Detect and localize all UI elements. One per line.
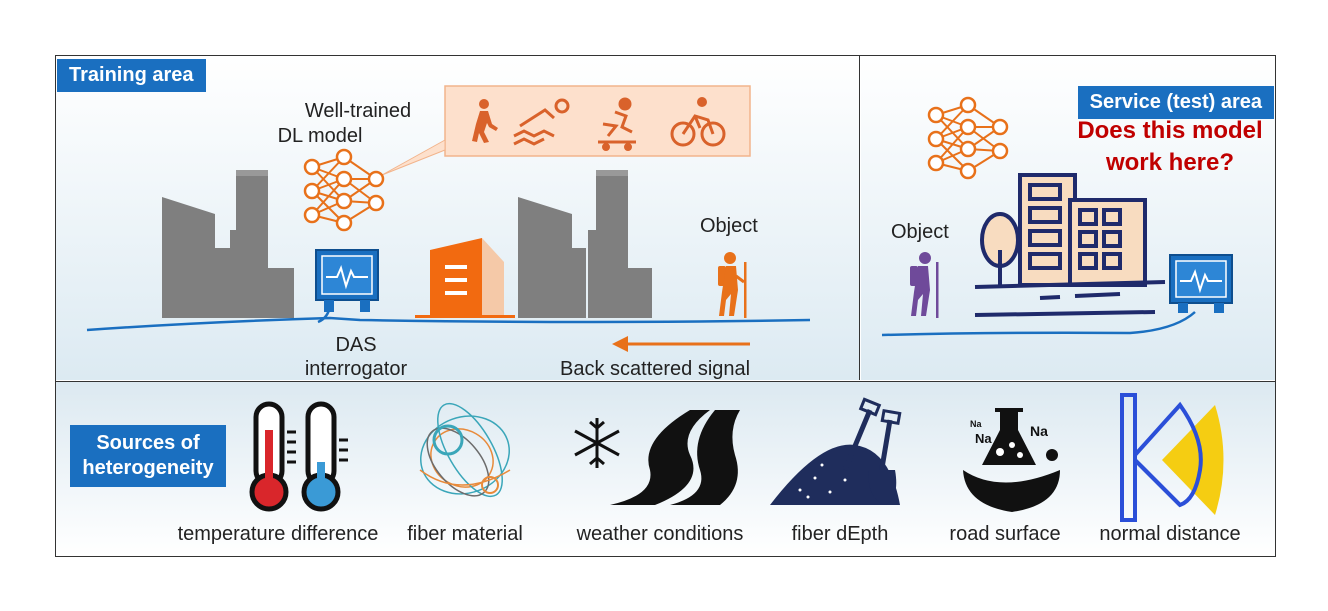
city-scene-icon [974, 173, 1166, 317]
activity-box [381, 85, 751, 176]
signal-label: Back scattered signal [560, 358, 751, 380]
swimming-icon [513, 98, 570, 146]
question-line1: Does this model [1077, 117, 1263, 144]
model-label-line1: Well-trained [304, 100, 412, 122]
na-small-text: Na [970, 419, 982, 429]
orange-building [415, 238, 515, 318]
sources-title-line1: Sources of [96, 432, 200, 454]
training-area-tag: Training area [57, 59, 206, 92]
na-text-1: Na [975, 431, 992, 446]
fiber-icon [419, 402, 511, 498]
sources-tag: Sources of heterogeneity [70, 425, 226, 487]
interrogator-label-line1: DAS [335, 334, 377, 356]
walking-icon [472, 99, 498, 143]
source-label-road-surface: road surface [949, 523, 1061, 545]
das-interrogator-icon [315, 249, 379, 312]
neural-network-icon-service [927, 96, 1009, 180]
service-area-tag: Service (test) area [1077, 86, 1274, 119]
distance-icon [1120, 393, 1224, 522]
object-label-training: Object [700, 215, 758, 237]
source-label-fiber-depth: fiber dEpth [791, 523, 889, 545]
hiker-icon-purple [910, 252, 939, 318]
source-label-temperature: temperature difference [177, 523, 379, 545]
skateboard-icon [598, 97, 636, 151]
shovel-icon [770, 397, 902, 505]
question-line2: work here? [1105, 149, 1235, 176]
sources-title-line2: heterogeneity [82, 457, 214, 479]
source-label-weather: weather conditions [576, 523, 744, 545]
model-label-line2: DL model [277, 125, 363, 147]
fiber-line-service [881, 311, 1196, 337]
na-text-2: Na [1030, 423, 1048, 439]
object-label-service: Object [891, 221, 949, 243]
salt-flask-icon: Na Na Na [963, 408, 1060, 512]
thermometer-icon [249, 401, 348, 512]
source-label-fiber-material: fiber material [407, 523, 523, 545]
source-label-normal-distance: normal distance [1099, 523, 1241, 545]
buildings-left [162, 170, 294, 318]
das-interrogator-icon-service [1169, 254, 1233, 313]
neural-network-icon [303, 148, 385, 232]
buildings-right [518, 170, 652, 318]
cycling-icon [670, 97, 726, 147]
back-scattered-arrow [612, 336, 750, 352]
snow-road-icon [574, 410, 740, 505]
interrogator-label-line2: interrogator [304, 358, 408, 380]
hiker-icon-orange [718, 252, 747, 318]
diagram-frame [55, 55, 1276, 557]
fiber-line-training [86, 316, 811, 332]
